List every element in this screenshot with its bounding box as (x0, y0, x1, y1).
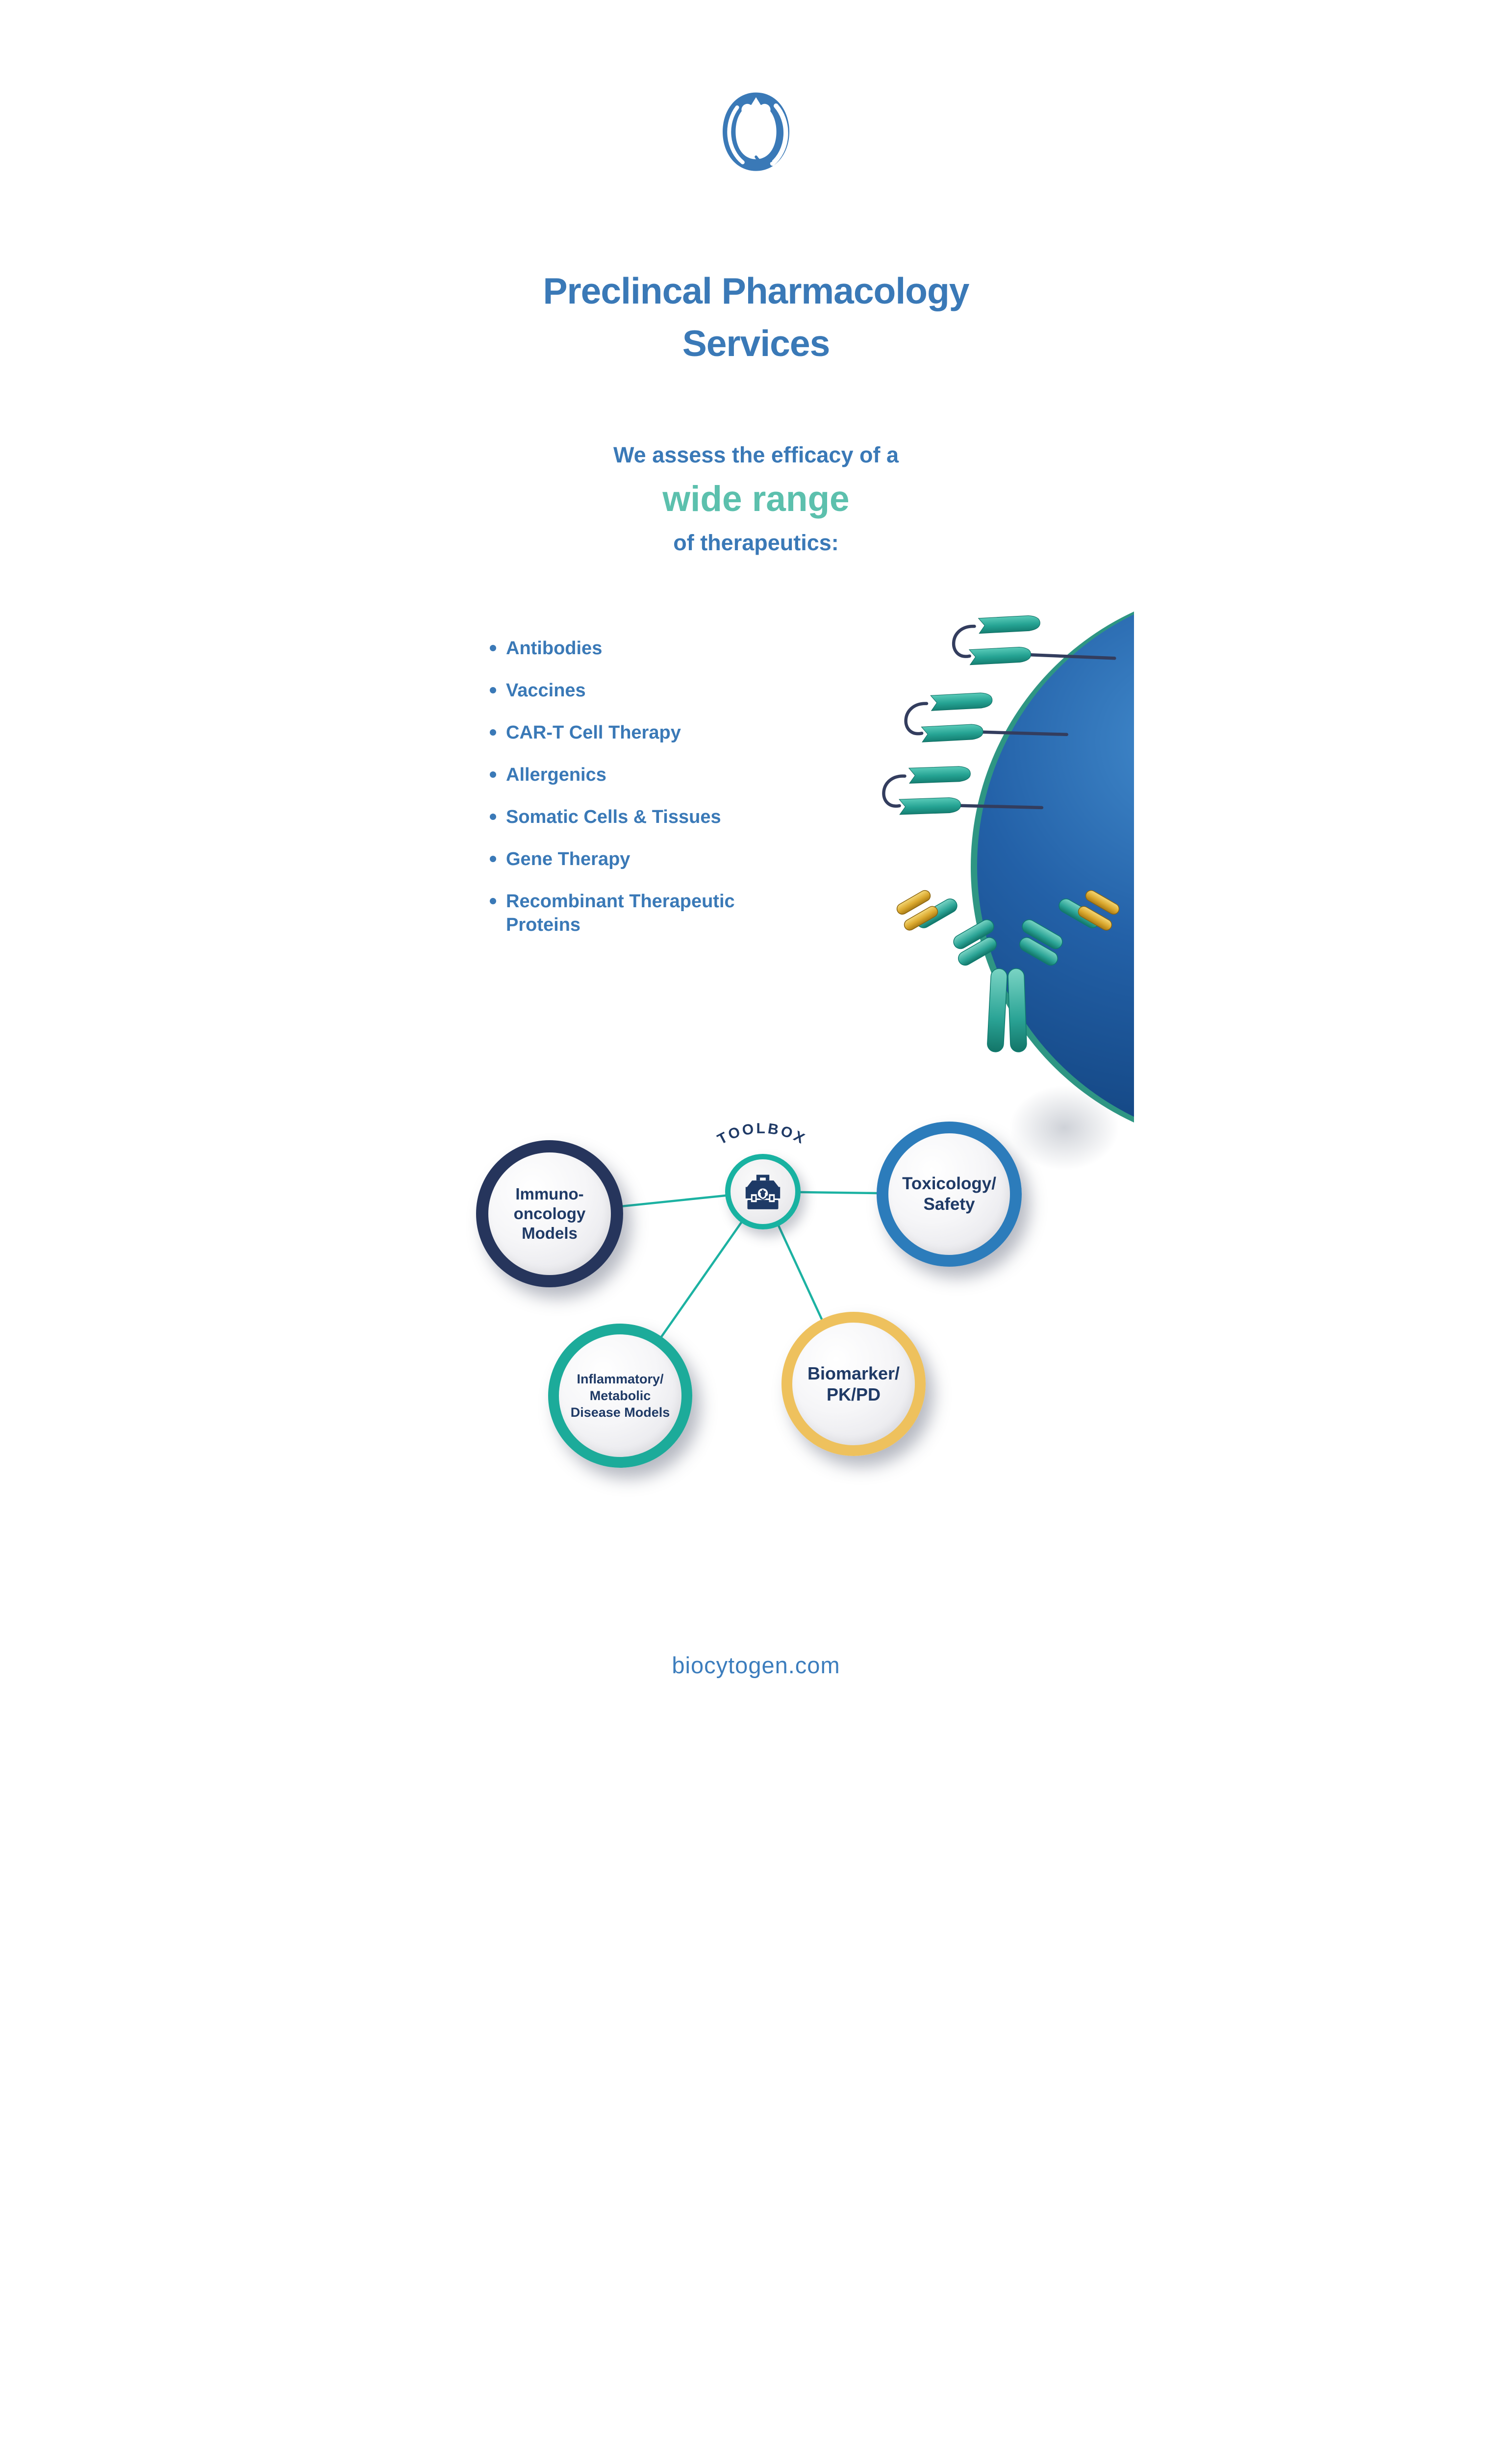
intro-highlight: wide range (662, 479, 850, 519)
list-item-label: Somatic Cells & Tissues (506, 807, 721, 827)
node-label: oncology (513, 1204, 586, 1223)
page-title-line2: Services (682, 323, 831, 364)
list-item-label: Vaccines (506, 680, 586, 701)
bullet-icon (490, 645, 496, 651)
node-label: Immuno- (515, 1185, 584, 1203)
node-label: Inflammatory/ (577, 1372, 664, 1386)
list-item: CAR-T Cell Therapy (490, 721, 843, 744)
node-toxicology-safety: Toxicology/ Safety (877, 1122, 1022, 1267)
list-item-label: Gene Therapy (506, 849, 630, 869)
cell-sphere (971, 612, 1134, 1123)
toolbox-label: TOOLBOX (715, 1122, 807, 1148)
page-title-line1: Preclincal Pharmacology (543, 270, 969, 311)
mouse-icon (760, 1189, 766, 1198)
therapeutics-list: Antibodies Vaccines CAR-T Cell Therapy A… (490, 637, 843, 955)
list-item: Antibodies (490, 637, 843, 660)
node-label: Metabolic (589, 1388, 651, 1403)
receptor-icon (904, 692, 1068, 742)
list-item-label: Allergenics (506, 765, 606, 785)
node-label: Toxicology/ (902, 1174, 996, 1193)
receptor-icon (952, 615, 1116, 665)
list-item: Gene Therapy (490, 847, 843, 871)
node-immuno-oncology-models: Immuno- oncology Models (476, 1140, 623, 1287)
bullet-icon (490, 687, 496, 693)
intro-line2: of therapeutics: (673, 530, 839, 555)
node-label: Safety (923, 1195, 975, 1214)
list-item-label: Recombinant Therapeutic Proteins (506, 891, 735, 935)
bullet-icon (490, 814, 496, 820)
bullet-icon (490, 856, 496, 862)
bullet-icon (490, 729, 496, 736)
list-item-label: Antibodies (506, 638, 603, 659)
toolbox-icon (745, 1175, 781, 1209)
node-toolbox-center (725, 1154, 801, 1229)
bullet-icon (490, 898, 496, 904)
node-label: PK/PD (826, 1384, 881, 1405)
node-label: Models (522, 1224, 578, 1242)
footer-url: biocytogen.com (672, 1652, 840, 1678)
toolbox-arc-label: TOOLBOX (715, 1122, 809, 1148)
biocytogen-mouse-logo-icon (723, 92, 789, 171)
intro-text: We assess the efficacy of a wide range o… (378, 434, 1134, 564)
infographic-page: Preclincal Pharmacology Services We asse… (378, 0, 1134, 1747)
list-item: Vaccines (490, 679, 843, 702)
svg-text:TOOLBOX: TOOLBOX (715, 1122, 809, 1148)
receptor-icon (882, 766, 1044, 815)
list-item: Allergenics (490, 763, 843, 787)
list-item: Recombinant Therapeutic Proteins (490, 890, 843, 937)
node-biomarker-pk-pd: Biomarker/ PK/PD (781, 1312, 926, 1456)
intro-line1: We assess the efficacy of a (613, 442, 899, 467)
node-inflammatory-metabolic-disease-models: Inflammatory/ Metabolic Disease Models (548, 1324, 692, 1468)
list-item-label: CAR-T Cell Therapy (506, 722, 681, 743)
node-label: Disease Models (570, 1405, 670, 1420)
list-item: Somatic Cells & Tissues (490, 805, 843, 829)
page-title: Preclincal Pharmacology Services (378, 265, 1134, 370)
antibody-icon (896, 890, 1120, 1052)
antibody-cell-illustration (882, 612, 1134, 1123)
node-label: Biomarker/ (807, 1363, 900, 1383)
bullet-icon (490, 771, 496, 778)
